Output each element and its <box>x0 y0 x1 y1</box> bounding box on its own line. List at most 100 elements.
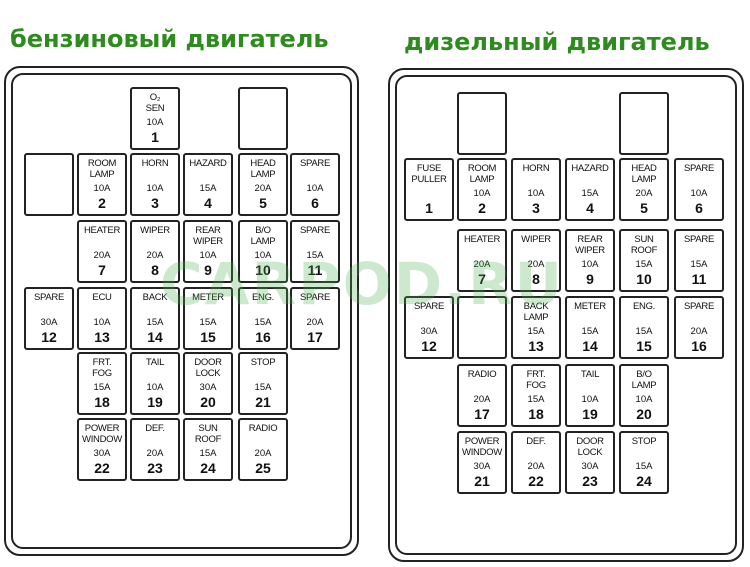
fuse-label: ROOF <box>194 434 222 445</box>
fuse-number: 10 <box>636 271 652 287</box>
fuse-amperage: 10A <box>146 382 164 393</box>
fuse-number: 12 <box>41 329 57 345</box>
fuse-amperage: 15A <box>254 317 272 328</box>
fuse-label: ENG. <box>632 301 656 312</box>
fuse-amperage: 30A <box>420 326 438 337</box>
fuse-label: HORN <box>522 163 550 174</box>
fuse-amperage: 10A <box>146 183 164 194</box>
fuse-amperage: 15A <box>581 326 599 337</box>
fuse-label: STOP <box>250 357 276 368</box>
fuse-label: SUN <box>634 234 654 245</box>
fuse-number: 19 <box>147 394 163 410</box>
fuse-label: WINDOW <box>462 447 502 458</box>
fuse-label: BACK <box>523 301 549 312</box>
fuse-amperage: 15A <box>199 183 217 194</box>
fuse-amperage: 30A <box>40 317 58 328</box>
fuse-amperage: 30A <box>473 461 491 472</box>
fuse-label: SPARE <box>683 301 714 312</box>
fuse-label: REAR <box>195 225 221 236</box>
fuse-number: 21 <box>255 394 271 410</box>
fuse-amperage: 20A <box>254 448 272 459</box>
fuse-number: 4 <box>586 200 594 216</box>
fuse-number: 2 <box>98 195 106 211</box>
fuse-number: 7 <box>98 262 106 278</box>
fuse-number: 11 <box>307 262 323 278</box>
fuse-amperage: 10A <box>254 250 272 261</box>
fuse-label: BACK <box>142 292 168 303</box>
fuse-number: 16 <box>691 338 707 354</box>
fuse-label: HORN <box>141 158 169 169</box>
diesel-fuse-box-inner <box>395 75 737 555</box>
fuse-label: DOOR <box>194 357 222 368</box>
fuse-label: ROOM <box>87 158 117 169</box>
fuse-label: LAMP <box>250 236 276 247</box>
fuse-amperage: 20A <box>254 183 272 194</box>
fuse-label: HAZARD <box>189 158 227 169</box>
fuse-amperage: 15A <box>690 259 708 270</box>
fuse-amperage: 10A <box>93 317 111 328</box>
fuse-number: 8 <box>151 262 159 278</box>
fuse-amperage: 20A <box>93 250 111 261</box>
fuse-amperage: 10A <box>527 188 545 199</box>
fuse-amperage: 10A <box>306 183 324 194</box>
fuse-label: B/O <box>636 369 652 380</box>
petrol-empty-slot <box>24 153 74 216</box>
petrol-empty-slot <box>238 87 288 150</box>
fuse-label: FRT. <box>92 357 112 368</box>
fuse-amperage: 20A <box>690 326 708 337</box>
fuse-label: SPARE <box>413 301 444 312</box>
diesel-empty-slot <box>457 296 507 359</box>
diesel-empty-slot <box>457 92 507 155</box>
fuse-number: 17 <box>474 406 490 422</box>
fuse-amperage: 15A <box>93 382 111 393</box>
petrol-fuse-box <box>4 66 359 556</box>
fuse-amperage: 10A <box>581 259 599 270</box>
fuse-number: 18 <box>94 394 110 410</box>
fuse-label: DOOR <box>576 436 604 447</box>
fuse-label: PULLER <box>411 174 447 185</box>
fuse-amperage: 10A <box>473 188 491 199</box>
diesel-fuse-box <box>388 68 744 562</box>
fuse-amperage: 10A <box>635 394 653 405</box>
fuse-amperage: 20A <box>306 317 324 328</box>
fuse-label: LAMP <box>523 312 549 323</box>
fuse-label: SEN <box>145 103 165 114</box>
fuse-number: 15 <box>636 338 652 354</box>
fuse-label: LOCK <box>577 447 603 458</box>
fuse-label: HEATER <box>463 234 501 245</box>
fuse-label: HEAD <box>250 158 276 169</box>
fuse-label: RADIO <box>467 369 497 380</box>
fuse-label: SPARE <box>683 163 714 174</box>
fuse-number: 7 <box>478 271 486 287</box>
fuse-label: DEF. <box>145 423 165 434</box>
fuse-number: 17 <box>307 329 323 345</box>
fuse-number: 3 <box>151 195 159 211</box>
fuse-number: 13 <box>94 329 110 345</box>
fuse-label: METER <box>574 301 606 312</box>
